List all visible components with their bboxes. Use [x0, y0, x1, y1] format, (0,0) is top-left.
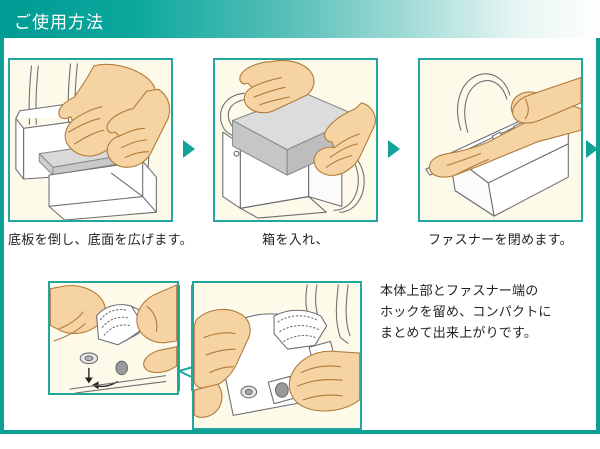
note-line-2: ホックを留め、コンパクトに [380, 305, 552, 320]
step-4-detail-illustration [48, 281, 179, 395]
triangle-right-icon [388, 140, 400, 158]
closing-note: 本体上部とファスナー端の ホックを留め、コンパクトに まとめて出来上がりです。 [380, 281, 580, 344]
frame-left-rule [0, 38, 4, 434]
page-title: ご使用方法 [14, 13, 104, 33]
frame-right-rule [596, 38, 600, 434]
triangle-right-icon [586, 140, 598, 158]
header-band: ご使用方法 [0, 0, 600, 38]
step-1-illustration [8, 58, 173, 222]
note-line-1: 本体上部とファスナー端の [380, 284, 539, 299]
note-line-3: まとめて出来上がりです。 [380, 326, 538, 341]
step-3-caption: ファスナーを閉めます。 [427, 233, 573, 248]
step-2-illustration [213, 58, 378, 222]
triangle-right-icon [183, 140, 195, 158]
step-1-caption: 底板を倒し、底面を広げます。 [8, 233, 193, 248]
frame-bottom-rule [0, 430, 600, 434]
step-5-illustration [192, 281, 362, 430]
step-2-caption: 箱を入れ、 [262, 233, 329, 248]
step-3-illustration [418, 58, 583, 222]
